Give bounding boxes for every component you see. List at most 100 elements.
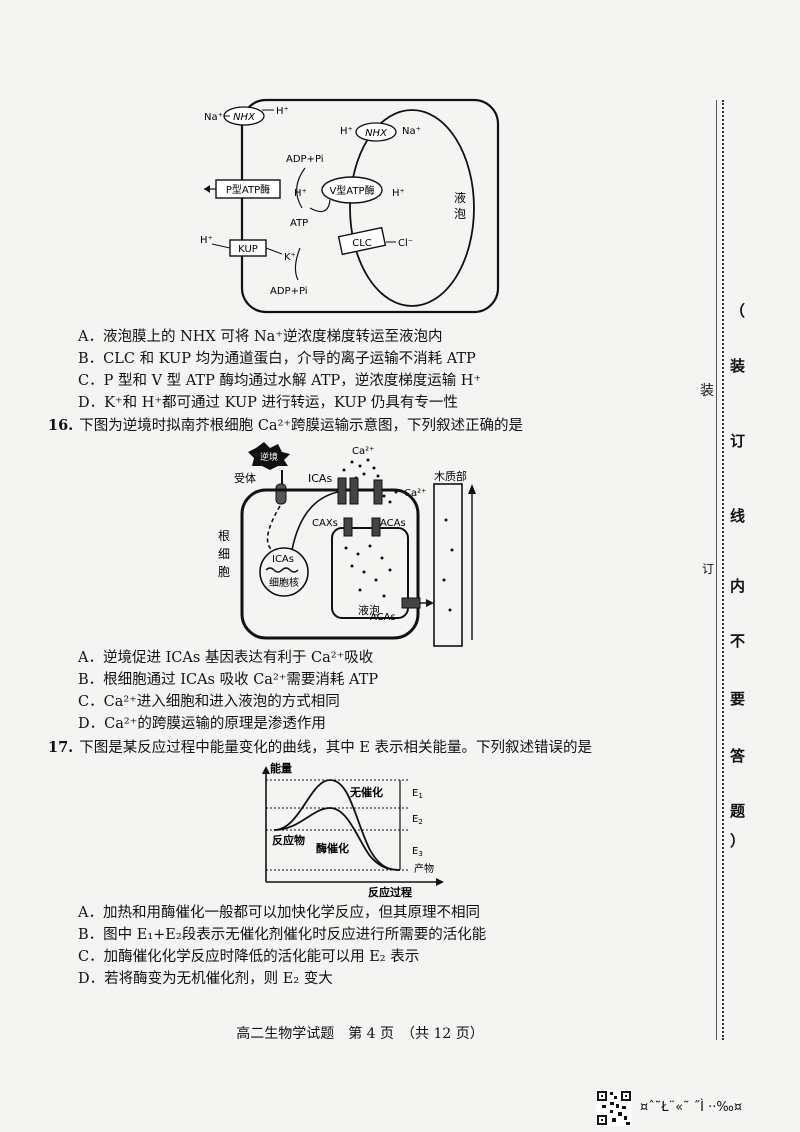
adp-pi-label-bottom: ADP+Pi [270, 286, 308, 297]
no-catalyst-curve [273, 779, 401, 871]
binding-char-8: 题 [730, 802, 746, 820]
stress-signal-icon: 逆境 [248, 442, 290, 470]
q17-option-c[interactable]: C．加酶催化化学反应时降低的活化能可以用 E₂ 表示 [78, 949, 420, 965]
h-label-3: H⁺ [294, 188, 307, 199]
reactant-label: 反应物 [272, 833, 305, 847]
q17-option-a[interactable]: A．加热和用酶催化一般都可以加快化学反应，但其原理不相同 [78, 905, 480, 921]
q15-option-b[interactable]: B．CLC 和 KUP 均为通道蛋白，介导的离子运输不消耗 ATP [78, 351, 476, 367]
root-label-3: 胞 [218, 565, 230, 579]
nhx-label-2: NHX [365, 128, 388, 139]
y-axis-label: 能量 [270, 761, 292, 775]
binding-char-0: （ [730, 302, 746, 320]
x-axis-label: 反应过程 [368, 885, 412, 898]
e2-label: E2 [412, 814, 423, 826]
kup-label: KUP [238, 244, 258, 255]
q17-option-b[interactable]: B．图中 E₁+E₂段表示无催化剂催化时反应进行所需要的活化能 [78, 927, 487, 943]
atp-label: ATP [290, 218, 308, 229]
binding-outer-2: 订 [702, 562, 715, 576]
vacuole-membrane [349, 109, 475, 307]
product-label: 产物 [414, 862, 434, 875]
na-label-1: Na⁺ [204, 112, 223, 123]
q16-option-d[interactable]: D．Ca²⁺的跨膜运输的原理是渗透作用 [78, 716, 326, 732]
vacuole-label-16: 液泡 [358, 603, 380, 617]
receptor-label: 受体 [234, 471, 256, 485]
h-label-5: H⁺ [200, 235, 213, 246]
acas-top-channel [373, 479, 383, 505]
q17-energy-chart: 能量 反应过程 E1 E2 E3 无催化 反应物 酶催化 产物 [262, 761, 444, 898]
vacuole-label-1: 液 [454, 190, 466, 205]
caxs-channel [343, 517, 353, 537]
h-label-4: H⁺ [392, 188, 405, 199]
q16-text: 下图为逆境时拟南芥根细胞 Ca²⁺跨膜运输示意图，下列叙述正确的是 [79, 418, 524, 434]
receptor-shape [275, 483, 287, 505]
page-footer: 高二生物学试题 第 4 页 （共 12 页） [236, 1026, 484, 1042]
icas-top-label: ICAs [308, 472, 332, 485]
icas-gene-label: ICAs [272, 554, 294, 565]
icas-channel-2 [349, 477, 359, 505]
e1-label: E1 [412, 788, 423, 800]
binding-char-2: 订 [730, 432, 746, 450]
acas-bottom-channel [401, 597, 421, 609]
v-atpase-shape [321, 176, 383, 204]
q15-option-a[interactable]: A．液泡膜上的 NHX 可将 Na⁺逆浓度梯度转运至液泡内 [78, 329, 443, 345]
q17-number: 17. [48, 739, 74, 756]
acas-mid-label: ACAs [380, 518, 406, 529]
nhx-vacuole-protein [355, 122, 397, 142]
q17-stem: 17. 下图是某反应过程中能量变化的曲线，其中 E 表示相关能量。下列叙述错误的是 [48, 738, 592, 758]
no-catalyst-label: 无催化 [349, 785, 383, 799]
ca-top-label: Ca²⁺ [352, 446, 374, 457]
nhx-label-1: NHX [233, 112, 256, 123]
q16-option-c[interactable]: C．Ca²⁺进入细胞和进入液泡的方式相同 [78, 694, 340, 710]
clc-box [337, 226, 387, 256]
binding-char-5: 不 [730, 632, 746, 650]
v-atpase-label: V型ATP酶 [329, 184, 374, 197]
binding-outer-1: 装 [700, 383, 714, 399]
p-atpase-label: P型ATP酶 [226, 183, 270, 196]
vacuole-membrane-16 [331, 527, 409, 619]
root-label-1: 根 [218, 529, 230, 543]
adp-pi-label-top: ADP+Pi [286, 154, 324, 165]
binding-dotted-line [722, 100, 724, 1040]
caxs-label: CAXs [312, 518, 338, 529]
binding-char-6: 要 [730, 690, 746, 708]
signal-label: 逆境 [260, 451, 278, 463]
e3-label: E3 [412, 846, 423, 858]
binding-char-3: 线 [730, 507, 746, 525]
nucleus-label: 细胞核 [269, 576, 299, 589]
q17-option-d[interactable]: D．若将酶变为无机催化剂，则 E₂ 变大 [78, 971, 333, 987]
q17-text: 下图是某反应过程中能量变化的曲线，其中 E 表示相关能量。下列叙述错误的是 [79, 740, 593, 756]
root-cell-membrane [240, 488, 420, 640]
k-label: K⁺ [284, 252, 296, 263]
q15-diagram: NHX Na⁺ H⁺ NHX H⁺ Na⁺ ADP+Pi P型ATP酶 H⁺ A… [200, 98, 500, 314]
ca-right-label: Ca²⁺ [404, 488, 426, 499]
xylem-label: 木质部 [434, 469, 467, 483]
q16-diagram: 逆境 受体 ICAs Ca²⁺ Ca²⁺ 木质部 CAXs ACAs 液泡 IC… [218, 442, 476, 647]
cl-label: Cl⁻ [398, 238, 413, 249]
h-label-1: H⁺ [276, 106, 289, 117]
cell-membrane [240, 98, 500, 314]
binding-char-4: 内 [730, 577, 746, 595]
q15-option-c[interactable]: C．P 型和 V 型 ATP 酶均通过水解 ATP，逆浓度梯度运输 H⁺ [78, 373, 482, 389]
clc-label: CLC [352, 238, 372, 249]
binding-solid-line [716, 100, 717, 1040]
acas-mid-channel [371, 517, 381, 537]
acas-bottom-label: ACAs [370, 612, 396, 623]
na-label-2: Na⁺ [402, 126, 421, 137]
nucleus-shape [259, 547, 309, 597]
corner-text: ¤ˆ˜Ł¨«˜ ˝Ì ··‰¤ [640, 1100, 743, 1115]
q16-option-a[interactable]: A．逆境促进 ICAs 基因表达有利于 Ca²⁺吸收 [78, 650, 374, 666]
q16-number: 16. [48, 417, 74, 434]
qr-code-icon [596, 1090, 632, 1126]
binding-char-9: ） [730, 832, 746, 850]
root-label-2: 细 [218, 547, 230, 561]
enzyme-label: 酶催化 [316, 841, 349, 855]
binding-char-7: 答 [730, 747, 746, 765]
vacuole-label-2: 泡 [454, 207, 466, 221]
q16-stem: 16. 下图为逆境时拟南芥根细胞 Ca²⁺跨膜运输示意图，下列叙述正确的是 [48, 416, 523, 436]
xylem-vessel [433, 483, 463, 647]
icas-channel-1 [337, 477, 347, 505]
q15-option-d[interactable]: D．K⁺和 H⁺都可通过 KUP 进行转运，KUP 仍具有专一性 [78, 395, 458, 411]
binding-char-1: 装 [730, 357, 746, 375]
enzyme-curve [273, 807, 401, 871]
q16-option-b[interactable]: B．根细胞通过 ICAs 吸收 Ca²⁺需要消耗 ATP [78, 672, 379, 688]
